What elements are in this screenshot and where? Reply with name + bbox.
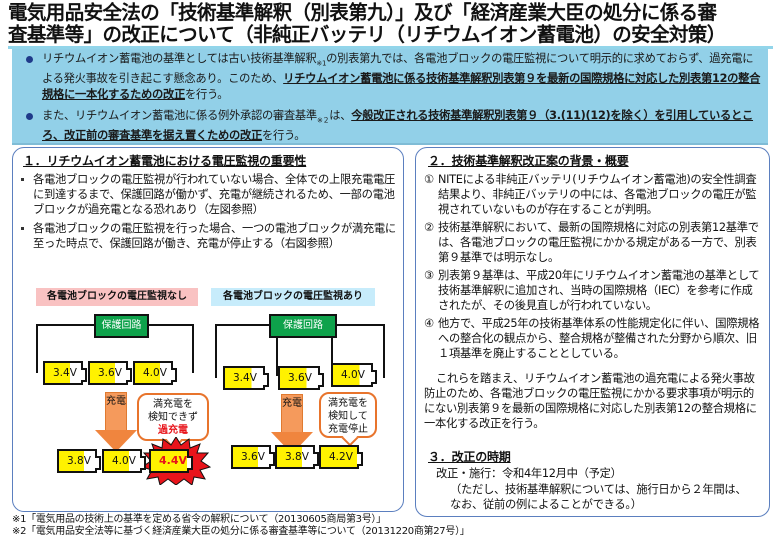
- protection-circuit: 保護回路: [94, 314, 149, 338]
- wire: [383, 324, 385, 378]
- protection-circuit: 保護回路: [269, 314, 337, 338]
- footnote-2: ※2「電気用品安全法等に基づく経済産業大臣の処分に係る審査基準等について（201…: [12, 526, 470, 537]
- section-2-conclusion: これらを踏まえ、リチウムイオン蓄電池の過充電による発火事故防止のため、各電池ブロ…: [424, 372, 757, 430]
- diagram-label-with-monitoring: 各電池ブロックの電圧監視あり: [211, 288, 375, 306]
- battery-cell: 3.4V: [43, 361, 87, 385]
- callout-no-detection: 満充電を 検知できず 過充電: [137, 393, 209, 441]
- callout-detected-stop: 満充電を 検知して 充電停止: [319, 392, 377, 438]
- battery-cell: 3.6V: [278, 366, 324, 390]
- overcharge-alert: 過充電: [158, 425, 188, 436]
- page-title: 電気用品安全法の「技術基準解釈（別表第九）」及び「経済産業大臣の処分に係る審 査…: [8, 2, 773, 46]
- section-3-note: （ただし、技術基準解釈については、施行日から２年間は、なお、従前の例によることが…: [450, 483, 747, 511]
- diagram-label-no-monitoring: 各電池ブロックの電圧監視なし: [36, 288, 198, 306]
- wire: [192, 324, 194, 373]
- section-2-heading: ２．技術基準解釈改正案の背景・概要: [428, 154, 629, 168]
- summary-emphasis-2: 今般改正される技術基準解釈別表第９（3.(11)(12)を除く）を引用していると…: [42, 109, 754, 143]
- section-1-heading: １．リチウムイオン蓄電池における電圧監視の重要性: [23, 154, 307, 168]
- battery-cell: 4.0V: [102, 449, 146, 473]
- wire: [335, 324, 385, 326]
- title-divider: [8, 46, 773, 49]
- battery-cell: 4.0V: [331, 363, 377, 387]
- bullet-square-icon: [21, 178, 24, 181]
- wire: [215, 324, 271, 326]
- section-1-bullet: 各電池ブロックの電圧監視が行われていない場合、全体での上限充電電圧に到達するまで…: [17, 172, 397, 217]
- footnote-ref-1: ※1: [316, 59, 327, 68]
- summary-box: リチウムイオン蓄電池の基準としては古い技術基準解釈※1の別表第九では、各電池ブロ…: [12, 49, 768, 145]
- summary-emphasis-1: リチウムイオン蓄電池に係る技術基準解釈別表第９を最新の国際規格に対応した別表第1…: [42, 72, 761, 102]
- section-1-bullet: 各電池ブロックの電圧監視を行った場合、一つの電池ブロックが満充電に至った時点で、…: [17, 221, 397, 251]
- battery-cell: 3.8V: [275, 445, 319, 469]
- footnote-1: ※1「電気用品の技術上の基準を定める省令の解釈について（20130605商局第3…: [12, 514, 386, 525]
- battery-cell-full: 4.2V: [319, 445, 363, 469]
- wire: [36, 324, 38, 373]
- section-1-panel: １．リチウムイオン蓄電池における電圧監視の重要性 各電池ブロックの電圧監視が行わ…: [12, 147, 404, 512]
- battery-cell: 3.6V: [231, 445, 275, 469]
- battery-cell: 3.8V: [57, 449, 101, 473]
- battery-cell-overcharged: 4.4V: [149, 449, 193, 473]
- wire: [36, 324, 96, 326]
- bullet-dot-icon: [26, 113, 33, 120]
- bullet-square-icon: [21, 227, 24, 230]
- wire: [331, 333, 333, 376]
- wire: [276, 333, 278, 376]
- battery-cell: 3.6V: [88, 361, 132, 385]
- wire: [147, 324, 194, 326]
- summary-bullet-1: リチウムイオン蓄電池の基準としては古い技術基準解釈※1の別表第九では、各電池ブロ…: [22, 51, 762, 103]
- title-line-2: 査基準等」の改正について（非純正バッテリ（リチウムイオン蓄電池）の安全対策）: [8, 23, 726, 46]
- battery-cell: 4.0V: [133, 361, 177, 385]
- charge-arrow-icon: 充電: [95, 392, 137, 454]
- summary-bullet-2: また、リチウムイオン蓄電池に係る例外承認の審査基準※２は、今般改正される技術基準…: [22, 108, 762, 144]
- section-3-heading: ３．改正の時期: [428, 450, 511, 464]
- title-line-1: 電気用品安全法の「技術基準解釈（別表第九）」及び「経済産業大臣の処分に係る審: [8, 1, 717, 24]
- bullet-dot-icon: [26, 56, 33, 63]
- battery-cell: 3.4V: [223, 366, 269, 390]
- section-3-schedule: 改正・施行：令和4年12月中（予定）: [436, 467, 622, 480]
- footnote-ref-2: ※２: [316, 116, 330, 125]
- wire: [215, 324, 217, 378]
